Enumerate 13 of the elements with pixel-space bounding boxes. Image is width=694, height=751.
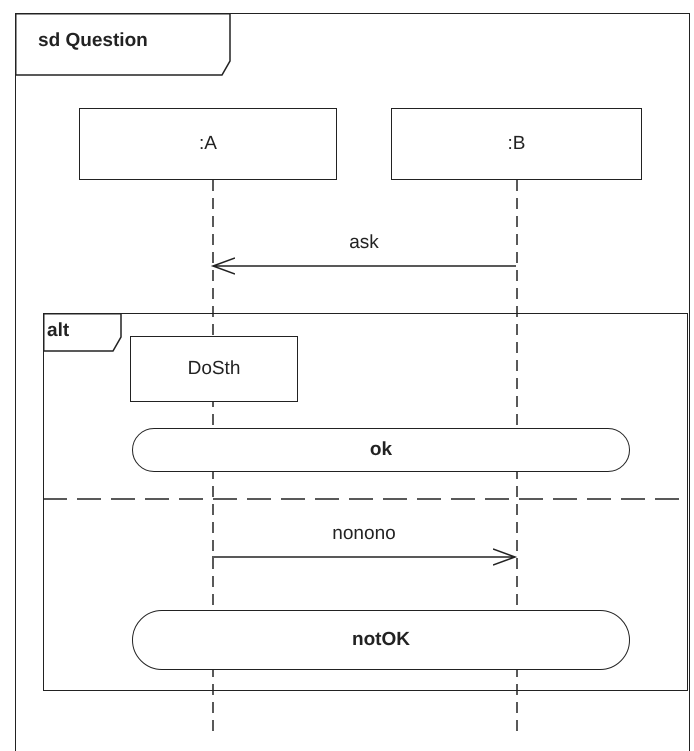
- participant-box: :B: [391, 108, 642, 180]
- interaction-frame: [43, 313, 688, 691]
- participant-box: :A: [79, 108, 337, 180]
- frame-title: alt: [47, 320, 70, 342]
- message-label: nonono: [332, 523, 396, 545]
- message-arrow: [212, 548, 516, 566]
- action-box: DoSth: [130, 336, 298, 402]
- guard-state: ok: [132, 428, 630, 472]
- interaction-frame: [15, 13, 690, 751]
- guard-state: notOK: [132, 610, 630, 670]
- message-arrow: [212, 257, 516, 275]
- message-label: ask: [349, 232, 379, 254]
- frame-title: sd Question: [38, 30, 148, 52]
